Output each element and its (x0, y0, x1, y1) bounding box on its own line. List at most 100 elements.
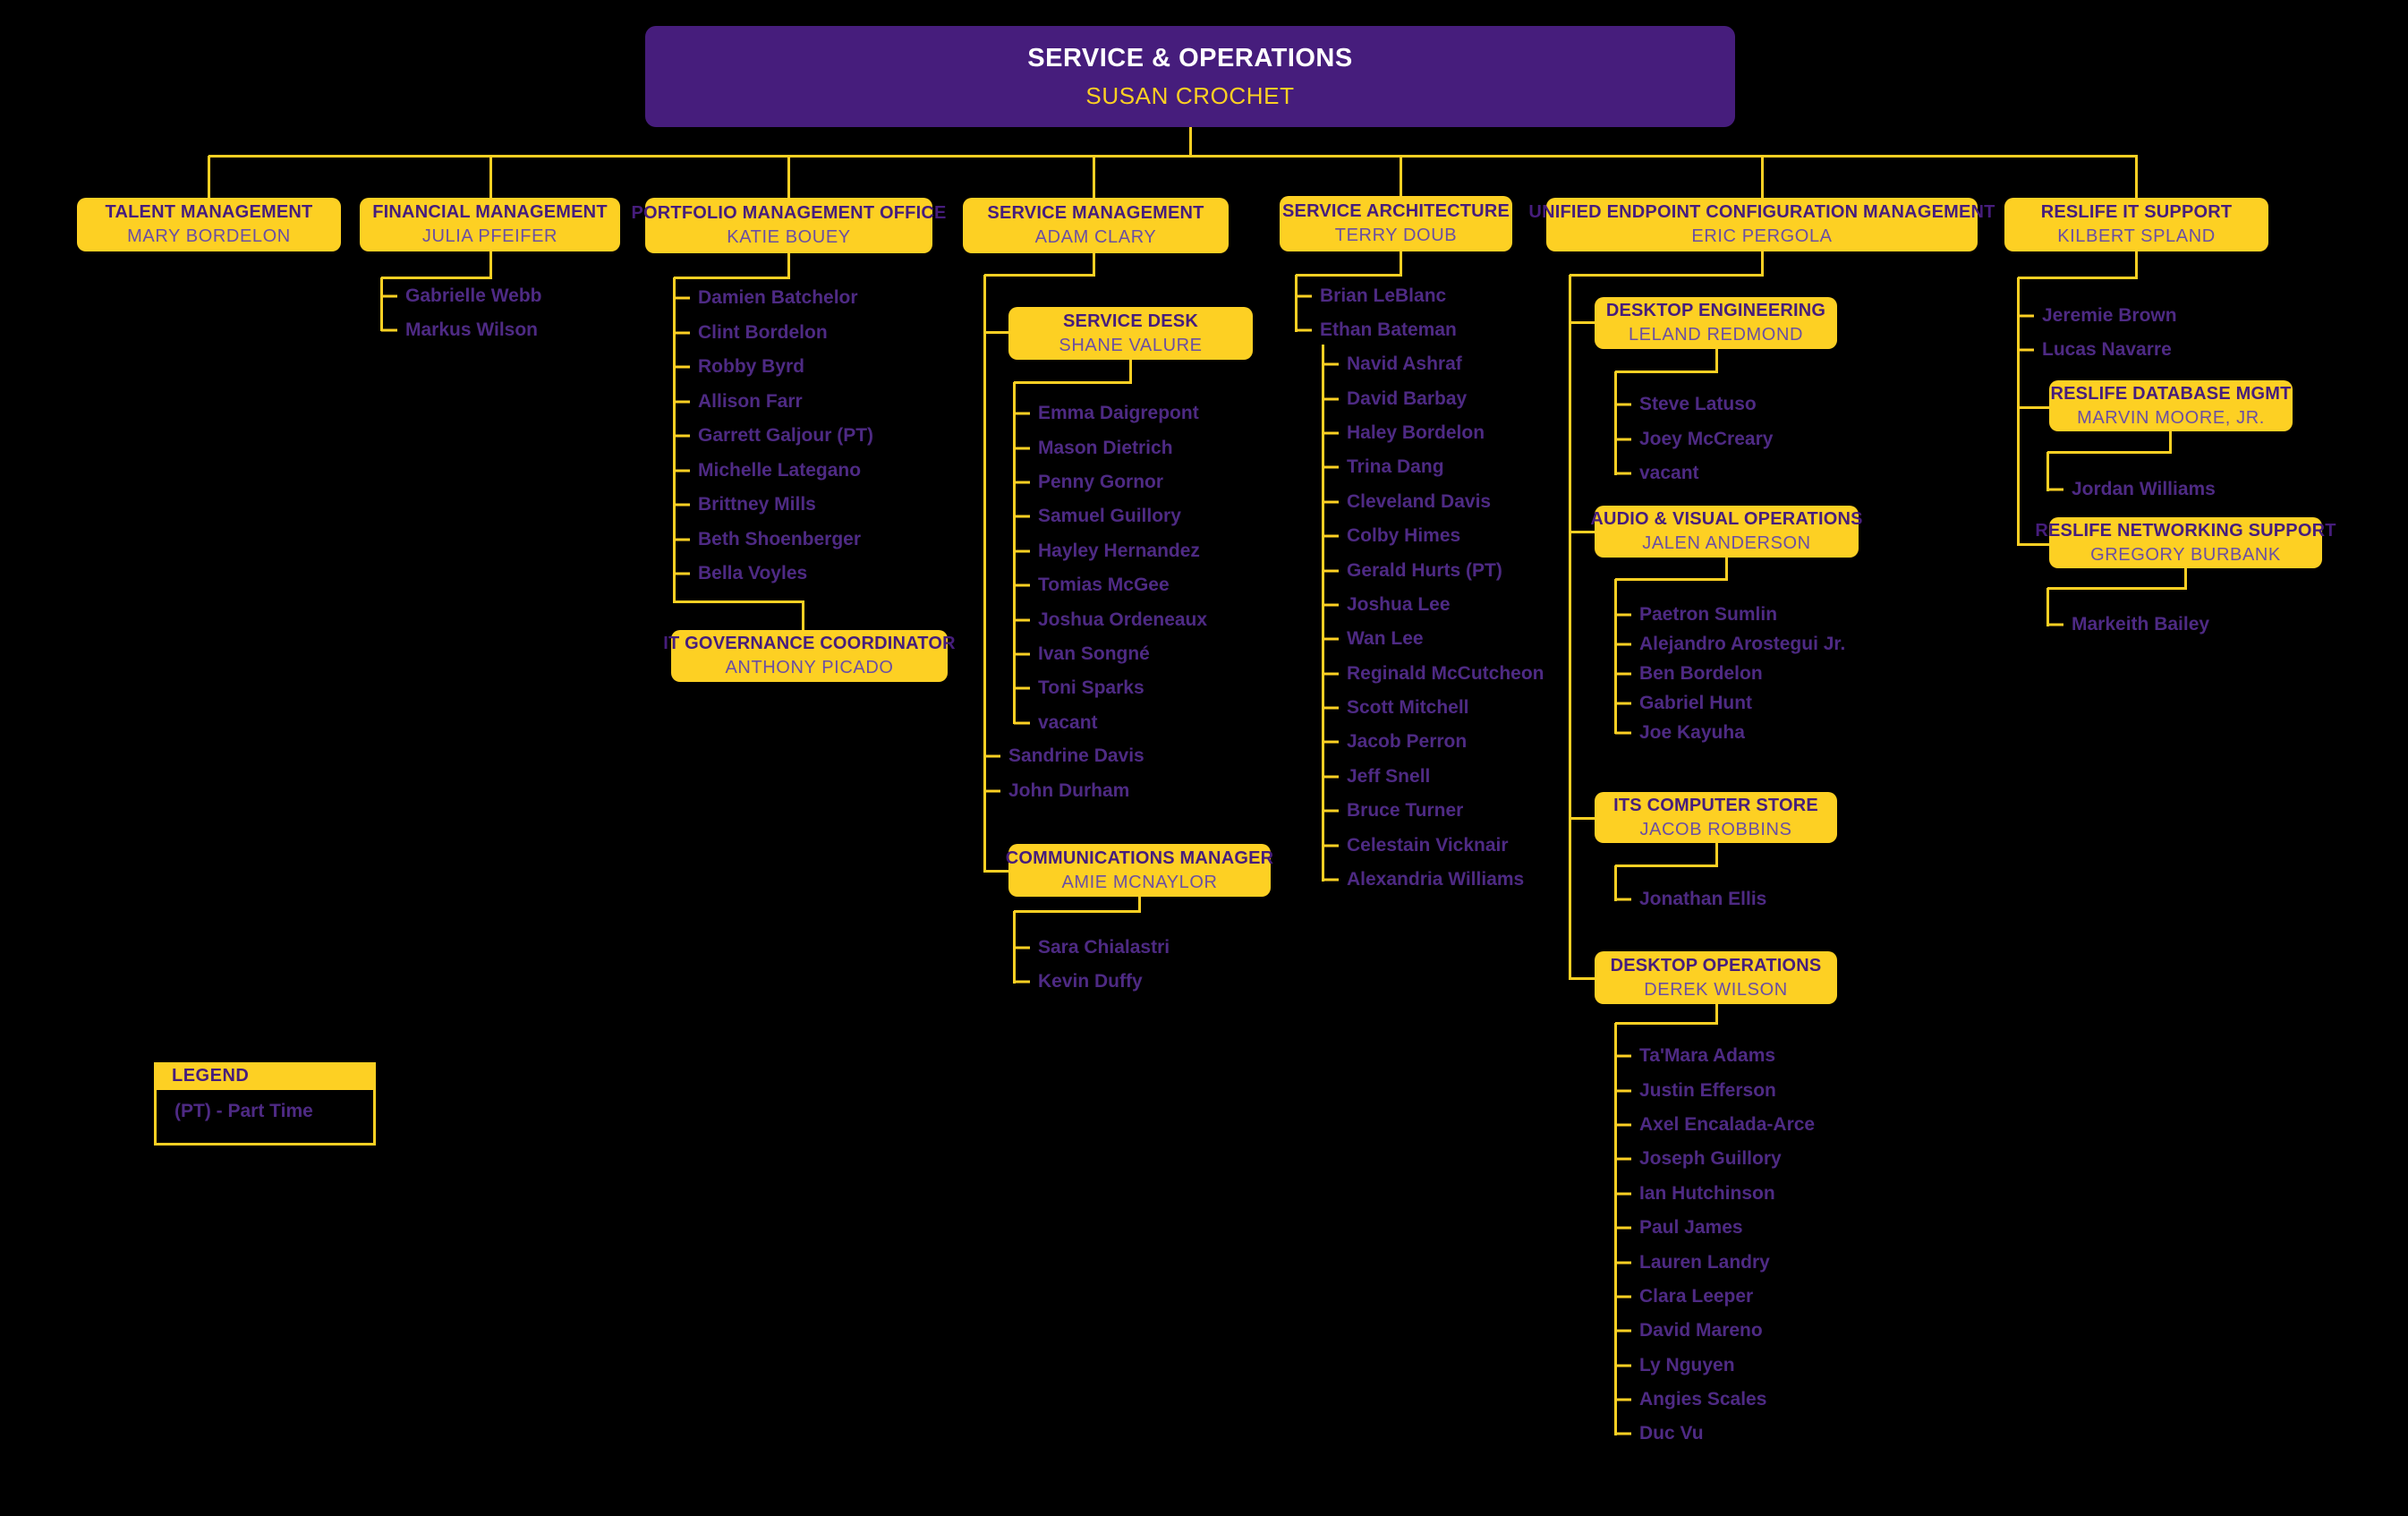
member-name: Clint Bordelon (674, 316, 873, 351)
connector-line (2018, 405, 2051, 409)
member-name: Paul James (1615, 1211, 1815, 1245)
member-name: Beth Shoenberger (674, 523, 873, 558)
connector-line (1128, 360, 1132, 383)
member-name: Ly Nguyen (1615, 1349, 1815, 1383)
subunit-title: SERVICE DESK (1063, 311, 1198, 331)
subunit-box-it-governance-coordinator: IT GOVERNANCE COORDINATOR ANTHONY PICADO (663, 630, 956, 682)
member-name: David Mareno (1615, 1314, 1815, 1348)
subunit-box-communications-manager: COMMUNICATIONS MANAGER AMIE MCNAYLOR (1006, 844, 1273, 897)
connector-line (1570, 816, 1596, 820)
subunit-manager: JALEN ANDERSON (1642, 533, 1811, 553)
member-name: Angies Scales (1615, 1383, 1815, 1417)
dept-box-portfolio-management-office: PORTFOLIO MANAGEMENT OFFICE KATIE BOUEY (631, 198, 946, 253)
connector-line (1715, 1004, 1718, 1024)
member-name: Markus Wilson (381, 313, 542, 347)
connector-line (1137, 897, 1141, 912)
member-name: Robby Byrd (674, 350, 873, 385)
connector-line (1188, 127, 1192, 157)
connector-line (2134, 156, 2138, 200)
legend-body: (PT) - Part Time (154, 1090, 376, 1146)
subunit-manager: GREGORY BURBANK (2090, 544, 2281, 565)
member-name: Kevin Duffy (1014, 965, 1170, 999)
member-name: Alexandria Williams (1323, 863, 1544, 897)
connector-line (2016, 277, 2020, 546)
dept-manager: MARY BORDELON (127, 226, 291, 246)
connector-line (2018, 542, 2051, 546)
member-name: Celestain Vicknair (1323, 828, 1544, 862)
subunit-box-service-desk: SERVICE DESK SHANE VALURE (1008, 307, 1253, 360)
subunit-manager: DEREK WILSON (1644, 979, 1788, 1000)
connector-line (489, 156, 492, 200)
connector-line (208, 154, 2138, 158)
connector-line (1715, 349, 1718, 372)
member-name: Joseph Guillory (1615, 1142, 1815, 1176)
connector-line (1570, 530, 1596, 533)
member-name: Cleveland Davis (1323, 485, 1544, 519)
dept-title: UNIFIED ENDPOINT CONFIGURATION MANAGEMEN… (1528, 202, 1995, 222)
subunit-box-reslife-database-mgmt: RESLIFE DATABASE MGMT MARVIN MOORE, JR. (2049, 380, 2293, 431)
dept-title: RESLIFE IT SUPPORT (2040, 202, 2233, 222)
subunit-title: DESKTOP OPERATIONS (1610, 955, 1822, 975)
member-name: Lucas Navarre (2018, 333, 2177, 367)
member-name: Jonathan Ellis (1615, 882, 1766, 916)
connector-line (1296, 273, 1402, 277)
subunit-title: AUDIO & VISUAL OPERATIONS (1590, 509, 1863, 529)
subunit-manager: ANTHONY PICADO (725, 658, 894, 677)
connector-line (787, 253, 790, 278)
member-name: Wan Lee (1323, 622, 1544, 656)
connector-line (801, 601, 804, 632)
member-name: Reginald McCutcheon (1323, 657, 1544, 691)
dept-manager: ADAM CLARY (1034, 227, 1157, 247)
connector-line (1570, 976, 1596, 980)
connector-line (1760, 156, 1764, 200)
member-name: Joe Kayuha (1615, 718, 1845, 747)
member-name: Ian Hutchinson (1615, 1177, 1815, 1211)
connector-line (2047, 586, 2187, 590)
subunit-box-reslife-networking-support: RESLIFE NETWORKING SUPPORT GREGORY BURBA… (2035, 517, 2336, 568)
connector-line (1568, 275, 1571, 980)
member-name: Emma Daigrepont (1014, 396, 1207, 430)
dept-title: SERVICE MANAGEMENT (987, 203, 1204, 223)
legend-header: LEGEND (154, 1062, 376, 1090)
member-name: Gabrielle Webb (381, 279, 542, 313)
connector-line (984, 869, 1010, 873)
member-name: Axel Encalada-Arce (1615, 1108, 1815, 1142)
member-name: Sandrine Davis (984, 739, 1144, 774)
subunit-manager: AMIE MCNAYLOR (1061, 872, 1218, 892)
member-name: Jordan Williams (2047, 473, 2216, 507)
subunit-title: RESLIFE DATABASE MGMT (2050, 383, 2292, 404)
member-name: Allison Farr (674, 385, 873, 420)
subunit-title: DESKTOP ENGINEERING (1605, 301, 1826, 320)
member-name: Gerald Hurts (PT) (1323, 553, 1544, 587)
member-name: Joshua Ordeneaux (1014, 602, 1207, 636)
dept-box-service-architecture: SERVICE ARCHITECTURE TERRY DOUB (1280, 196, 1512, 251)
connector-line (1615, 577, 1728, 581)
member-name: Scott Mitchell (1323, 691, 1544, 725)
member-name: Paetron Sumlin (1615, 600, 1845, 629)
member-name: Joshua Lee (1323, 588, 1544, 622)
member-name: Gabriel Hunt (1615, 688, 1845, 718)
member-name: Justin Efferson (1615, 1073, 1815, 1107)
subunit-box-its-computer-store: ITS COMPUTER STORE JACOB ROBBINS (1595, 792, 1837, 843)
member-name: Trina Dang (1323, 450, 1544, 484)
connector-line (2018, 276, 2138, 279)
member-name: Markeith Bailey (2047, 608, 2209, 642)
connector-line (1570, 320, 1596, 324)
connector-line (1715, 843, 1718, 866)
member-name: Samuel Guillory (1014, 499, 1207, 533)
connector-line (2134, 251, 2138, 278)
member-name: Haley Bordelon (1323, 416, 1544, 450)
member-name: vacant (1615, 456, 1773, 490)
root-box-service-and-operations: SERVICE & OPERATIONS SUSAN CROCHET (645, 26, 1735, 127)
subunit-title: RESLIFE NETWORKING SUPPORT (2035, 520, 2336, 541)
member-name: Bruce Turner (1323, 794, 1544, 828)
dept-box-service-management: SERVICE MANAGEMENT ADAM CLARY (963, 198, 1229, 253)
member-name: Ivan Songné (1014, 637, 1207, 671)
